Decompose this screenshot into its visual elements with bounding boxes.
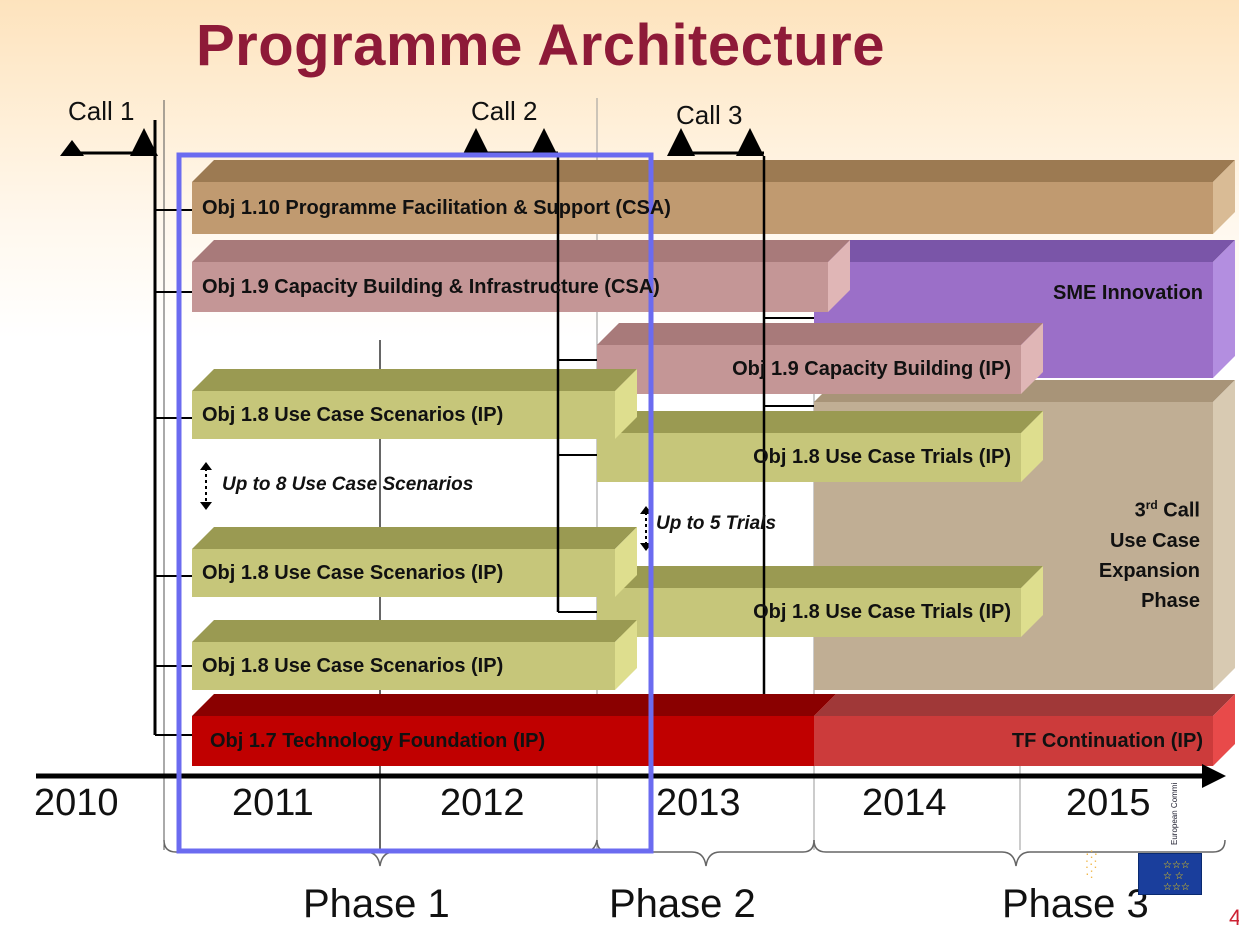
scenarios-2-label: Obj 1.8 Use Case Scenarios (IP) xyxy=(202,561,504,584)
scen2-face xyxy=(192,549,615,597)
obj19-csa-label: Obj 1.9 Capacity Building & Infrastructu… xyxy=(202,275,660,298)
slide-title: Programme Architecture xyxy=(196,13,885,78)
commission-logo-text: European Commission Information Society xyxy=(1170,783,1179,845)
phase-1-label: Phase 1 xyxy=(303,882,450,926)
trials1-top xyxy=(597,411,1043,433)
obj19ip-face xyxy=(597,345,1021,394)
obj19-ip-label: Obj 1.9 Capacity Building (IP) xyxy=(732,358,1011,380)
obj110-label: Obj 1.10 Programme Facilitation & Suppor… xyxy=(202,196,671,219)
call3-label: Call 3 xyxy=(676,100,743,130)
trials1-face xyxy=(597,433,1021,482)
obj19csa-side xyxy=(828,240,850,312)
call1-label: Call 1 xyxy=(68,96,135,126)
obj17-face xyxy=(192,716,814,766)
year-2010: 2010 xyxy=(34,782,119,824)
trials-2-label: Obj 1.8 Use Case Trials (IP) xyxy=(753,601,1011,623)
sme-top xyxy=(814,240,1235,262)
eu-stars-icon: ☆☆☆☆ ☆☆☆☆ xyxy=(1163,860,1190,893)
obj110-top xyxy=(192,160,1235,182)
call3-left-triangle xyxy=(667,128,695,156)
tfcont-top xyxy=(814,694,1235,716)
obj17-label: Obj 1.7 Technology Foundation (IP) xyxy=(210,729,546,752)
scen3-face xyxy=(192,642,615,690)
trials2-side xyxy=(1021,566,1043,637)
trials1-side xyxy=(1021,411,1043,482)
trials-note: Up to 5 Trials xyxy=(656,513,777,534)
scenarios-1-label: Obj 1.8 Use Case Scenarios (IP) xyxy=(202,403,504,426)
scen1-side xyxy=(615,369,637,439)
eu-flag-icon xyxy=(1138,853,1202,895)
obj19csa-face xyxy=(192,262,828,312)
sme-side xyxy=(1213,240,1235,378)
obj110-side xyxy=(1213,160,1235,234)
call2-label: Call 2 xyxy=(471,96,538,126)
year-2011: 2011 xyxy=(232,782,314,824)
scen3-side xyxy=(615,620,637,690)
trials2-top xyxy=(597,566,1043,588)
axis-arrowhead xyxy=(1202,764,1226,788)
scenarios-note: Up to 8 Use Case Scenarios xyxy=(222,474,474,495)
third-call-side xyxy=(1213,380,1235,690)
scen1-top xyxy=(192,369,637,391)
year-2012: 2012 xyxy=(440,782,525,824)
obj110-face xyxy=(192,182,1213,234)
call2-right-triangle xyxy=(530,128,558,156)
scen2-side xyxy=(615,527,637,597)
phase3-brace xyxy=(813,839,1226,867)
obj19ip-top xyxy=(597,323,1043,345)
call1-right-triangle xyxy=(130,128,158,156)
scen1-face xyxy=(192,391,615,439)
tfcont-face xyxy=(814,716,1213,766)
phase-3-label: Phase 3 xyxy=(1002,882,1149,926)
obj17-top xyxy=(192,694,836,716)
obj19csa-top xyxy=(192,240,850,262)
scen3-top xyxy=(192,620,637,642)
tfcont-side xyxy=(1213,694,1235,766)
third-call-label: 3rd Call Use Case Expansion Phase xyxy=(1098,498,1200,612)
phase-2-label: Phase 2 xyxy=(609,882,756,926)
logo-dots: ·:·:·:·: xyxy=(1085,845,1099,881)
scen2-top xyxy=(192,527,637,549)
sme-innovation-label: SME Innovation xyxy=(1053,281,1203,304)
call3-right-triangle xyxy=(736,128,764,156)
page-number: 4 xyxy=(1229,905,1239,930)
year-2014: 2014 xyxy=(862,782,947,824)
year-2015: 2015 xyxy=(1066,782,1151,824)
trials2-face xyxy=(597,588,1021,637)
year-2013: 2013 xyxy=(656,782,741,824)
trials-1-label: Obj 1.8 Use Case Trials (IP) xyxy=(753,446,1011,468)
phase1-highlight-box xyxy=(176,152,654,854)
tf-continuation-label: TF Continuation (IP) xyxy=(1011,729,1203,752)
call2-left-triangle xyxy=(462,128,490,156)
scenarios-3-label: Obj 1.8 Use Case Scenarios (IP) xyxy=(202,654,504,677)
obj19ip-side xyxy=(1021,323,1043,394)
